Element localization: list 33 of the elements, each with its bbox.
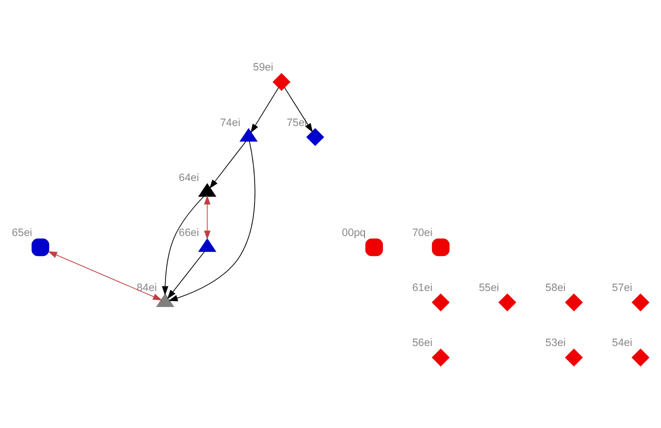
arrow [168,141,256,302]
node-diamond [432,293,450,312]
arrow [48,251,162,300]
node-label: 70ei [412,226,432,239]
node-label: 53ei [545,337,566,350]
node-label: 66ei [178,226,200,239]
node-label: 75ei [286,116,307,129]
node-diamond [564,293,583,312]
node-diamond [498,293,516,312]
node-diamond [632,293,650,312]
arrow [250,87,279,134]
node-label: 74ei [220,116,240,129]
node-label: 61ei [412,282,432,294]
node-label: 84ei [136,282,157,294]
node-diamond [272,73,290,91]
arrow [209,140,246,189]
node-diamond [432,348,450,366]
node-label: 00pq [342,226,366,239]
arrow [284,87,313,132]
node-label: 59ei [253,62,274,74]
node-label: 56ei [412,337,432,350]
arrow [167,251,205,299]
node-label: 54ei [612,337,632,350]
arrow [204,195,210,240]
arrow [162,196,204,296]
node-label: 64ei [178,172,200,184]
node-label: 65ei [12,226,32,239]
node-label: 57ei [612,282,632,294]
node-diamond [564,348,583,366]
node-label: 58ei [545,282,566,294]
node-diamond [306,128,324,146]
node-diamond [632,348,650,366]
node-label: 55ei [478,282,500,294]
